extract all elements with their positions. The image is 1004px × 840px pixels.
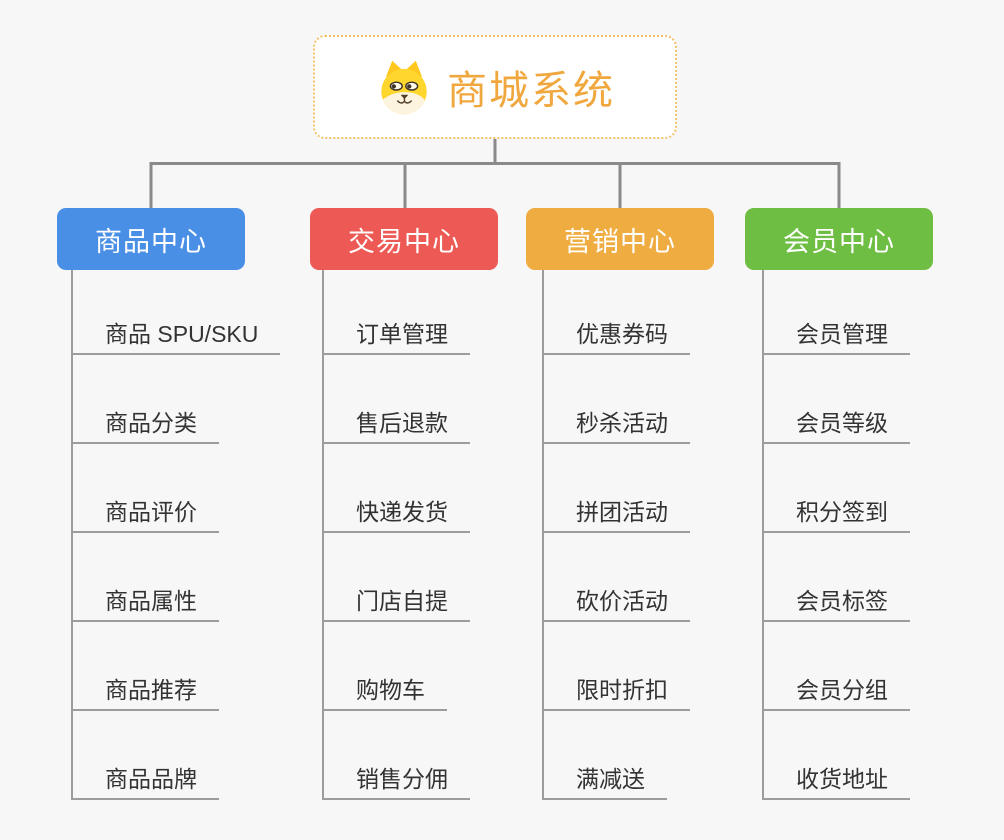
- child-node[interactable]: 购物车: [324, 622, 447, 711]
- child-node[interactable]: 商品推荐: [73, 622, 219, 711]
- branch-node-member-center[interactable]: 会员中心: [745, 208, 933, 270]
- child-node[interactable]: 收货地址: [764, 711, 910, 800]
- branch-children-member-center: 会员管理 会员等级 积分签到 会员标签 会员分组 收货地址: [762, 270, 910, 800]
- child-node[interactable]: 快递发货: [324, 444, 470, 533]
- child-node[interactable]: 限时折扣: [544, 622, 690, 711]
- child-node[interactable]: 积分签到: [764, 444, 910, 533]
- root-node[interactable]: 商城系统: [313, 35, 677, 139]
- child-node[interactable]: 砍价活动: [544, 533, 690, 622]
- branch-node-trade-center[interactable]: 交易中心: [310, 208, 498, 270]
- branch-children-trade-center: 订单管理 售后退款 快递发货 门店自提 购物车 销售分佣: [322, 270, 470, 800]
- child-node[interactable]: 订单管理: [324, 270, 470, 355]
- child-node[interactable]: 拼团活动: [544, 444, 690, 533]
- child-node[interactable]: 会员标签: [764, 533, 910, 622]
- child-node[interactable]: 优惠券码: [544, 270, 690, 355]
- child-node[interactable]: 销售分佣: [324, 711, 470, 800]
- child-node[interactable]: 商品品牌: [73, 711, 219, 800]
- branch-node-product-center[interactable]: 商品中心: [57, 208, 245, 270]
- child-node[interactable]: 商品分类: [73, 355, 219, 444]
- branch-children-marketing-center: 优惠券码 秒杀活动 拼团活动 砍价活动 限时折扣 满减送: [542, 270, 690, 800]
- child-node[interactable]: 满减送: [544, 711, 667, 800]
- branch-node-marketing-center[interactable]: 营销中心: [526, 208, 714, 270]
- child-node[interactable]: 会员管理: [764, 270, 910, 355]
- child-node[interactable]: 商品属性: [73, 533, 219, 622]
- child-node[interactable]: 商品 SPU/SKU: [73, 270, 281, 355]
- child-node[interactable]: 会员等级: [764, 355, 910, 444]
- child-node[interactable]: 会员分组: [764, 622, 910, 711]
- root-title: 商城系统: [447, 69, 615, 113]
- child-node[interactable]: 售后退款: [324, 355, 470, 444]
- child-node[interactable]: 秒杀活动: [544, 355, 690, 444]
- child-node[interactable]: 门店自提: [324, 533, 470, 622]
- child-node[interactable]: 商品评价: [73, 444, 219, 533]
- dog-face-icon: [381, 60, 427, 115]
- branch-children-product-center: 商品 SPU/SKU 商品分类 商品评价 商品属性 商品推荐 商品品牌: [71, 270, 281, 800]
